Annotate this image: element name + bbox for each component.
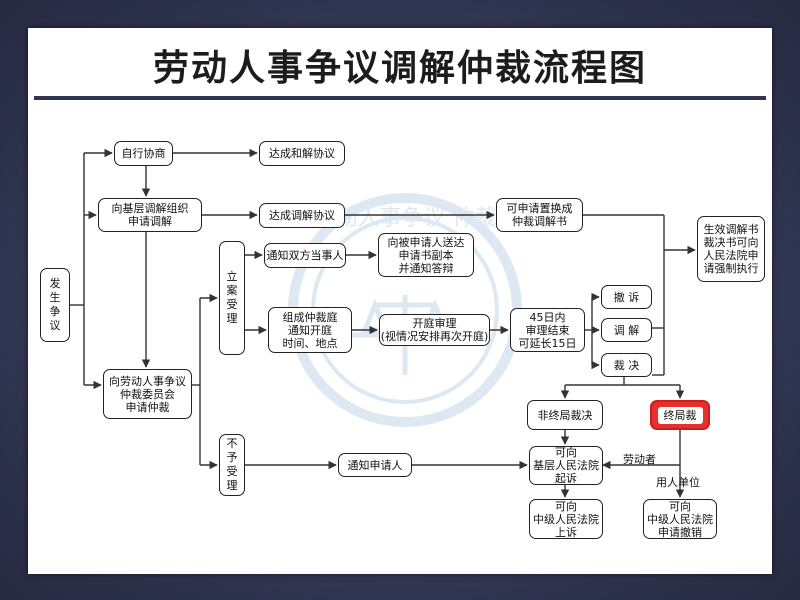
node-non-final-award: 非终局裁决 — [527, 400, 603, 430]
final-award-label: 终局裁 — [657, 406, 703, 424]
node-notify-applicant: 通知申请人 — [338, 453, 412, 477]
node-revoke-intermediate: 可向 中级人民法院 申请撤销 — [643, 499, 717, 539]
label-worker: 劳动者 — [623, 453, 656, 466]
node-withdraw: 撤 诉 — [601, 285, 652, 309]
node-serve-copy: 向被申请人送达 申请书副本 并通知答辩 — [378, 233, 474, 277]
node-appeal-intermediate: 可向 中级人民法院 上诉 — [529, 499, 603, 539]
node-deadline: 45日内 审理结束 可延长15日 — [510, 308, 585, 352]
node-dispute: 发 生 争 议 — [40, 268, 70, 342]
node-final-award: 终局裁 — [650, 400, 710, 430]
node-hearing: 开庭审理 (视情况安排再次开庭) — [379, 314, 490, 346]
title-bar: 劳动人事争议调解仲裁流程图 — [34, 34, 766, 100]
node-replace-with-award: 可申请置换成 仲裁调解书 — [496, 198, 583, 232]
node-settlement-agreement: 达成和解协议 — [259, 141, 345, 166]
node-case-filed: 立 案 受 理 — [219, 241, 245, 355]
node-mediation-agreement: 达成调解协议 — [259, 203, 345, 228]
node-enforcement: 生效调解书 裁决书可向 人民法院申 请强制执行 — [697, 216, 765, 282]
node-case-rejected: 不 予 受 理 — [219, 434, 245, 496]
node-form-tribunal: 组成仲裁庭 通知开庭 时间、地点 — [268, 307, 352, 353]
node-award: 裁 决 — [601, 353, 652, 377]
label-employer: 用人单位 — [656, 476, 700, 489]
node-arbitration-application: 向劳动人事争议 仲裁委员会 申请仲裁 — [103, 369, 192, 419]
node-mediate: 调 解 — [601, 318, 652, 342]
node-sue-basic-court: 可向 基层人民法院 起诉 — [529, 446, 603, 485]
node-notify-parties: 通知双方当事人 — [264, 243, 346, 268]
page-title: 劳动人事争议调解仲裁流程图 — [152, 48, 647, 89]
node-grassroots-mediation: 向基层调解组织 申请调解 — [98, 198, 202, 232]
node-self-negotiation: 自行协商 — [114, 141, 173, 166]
